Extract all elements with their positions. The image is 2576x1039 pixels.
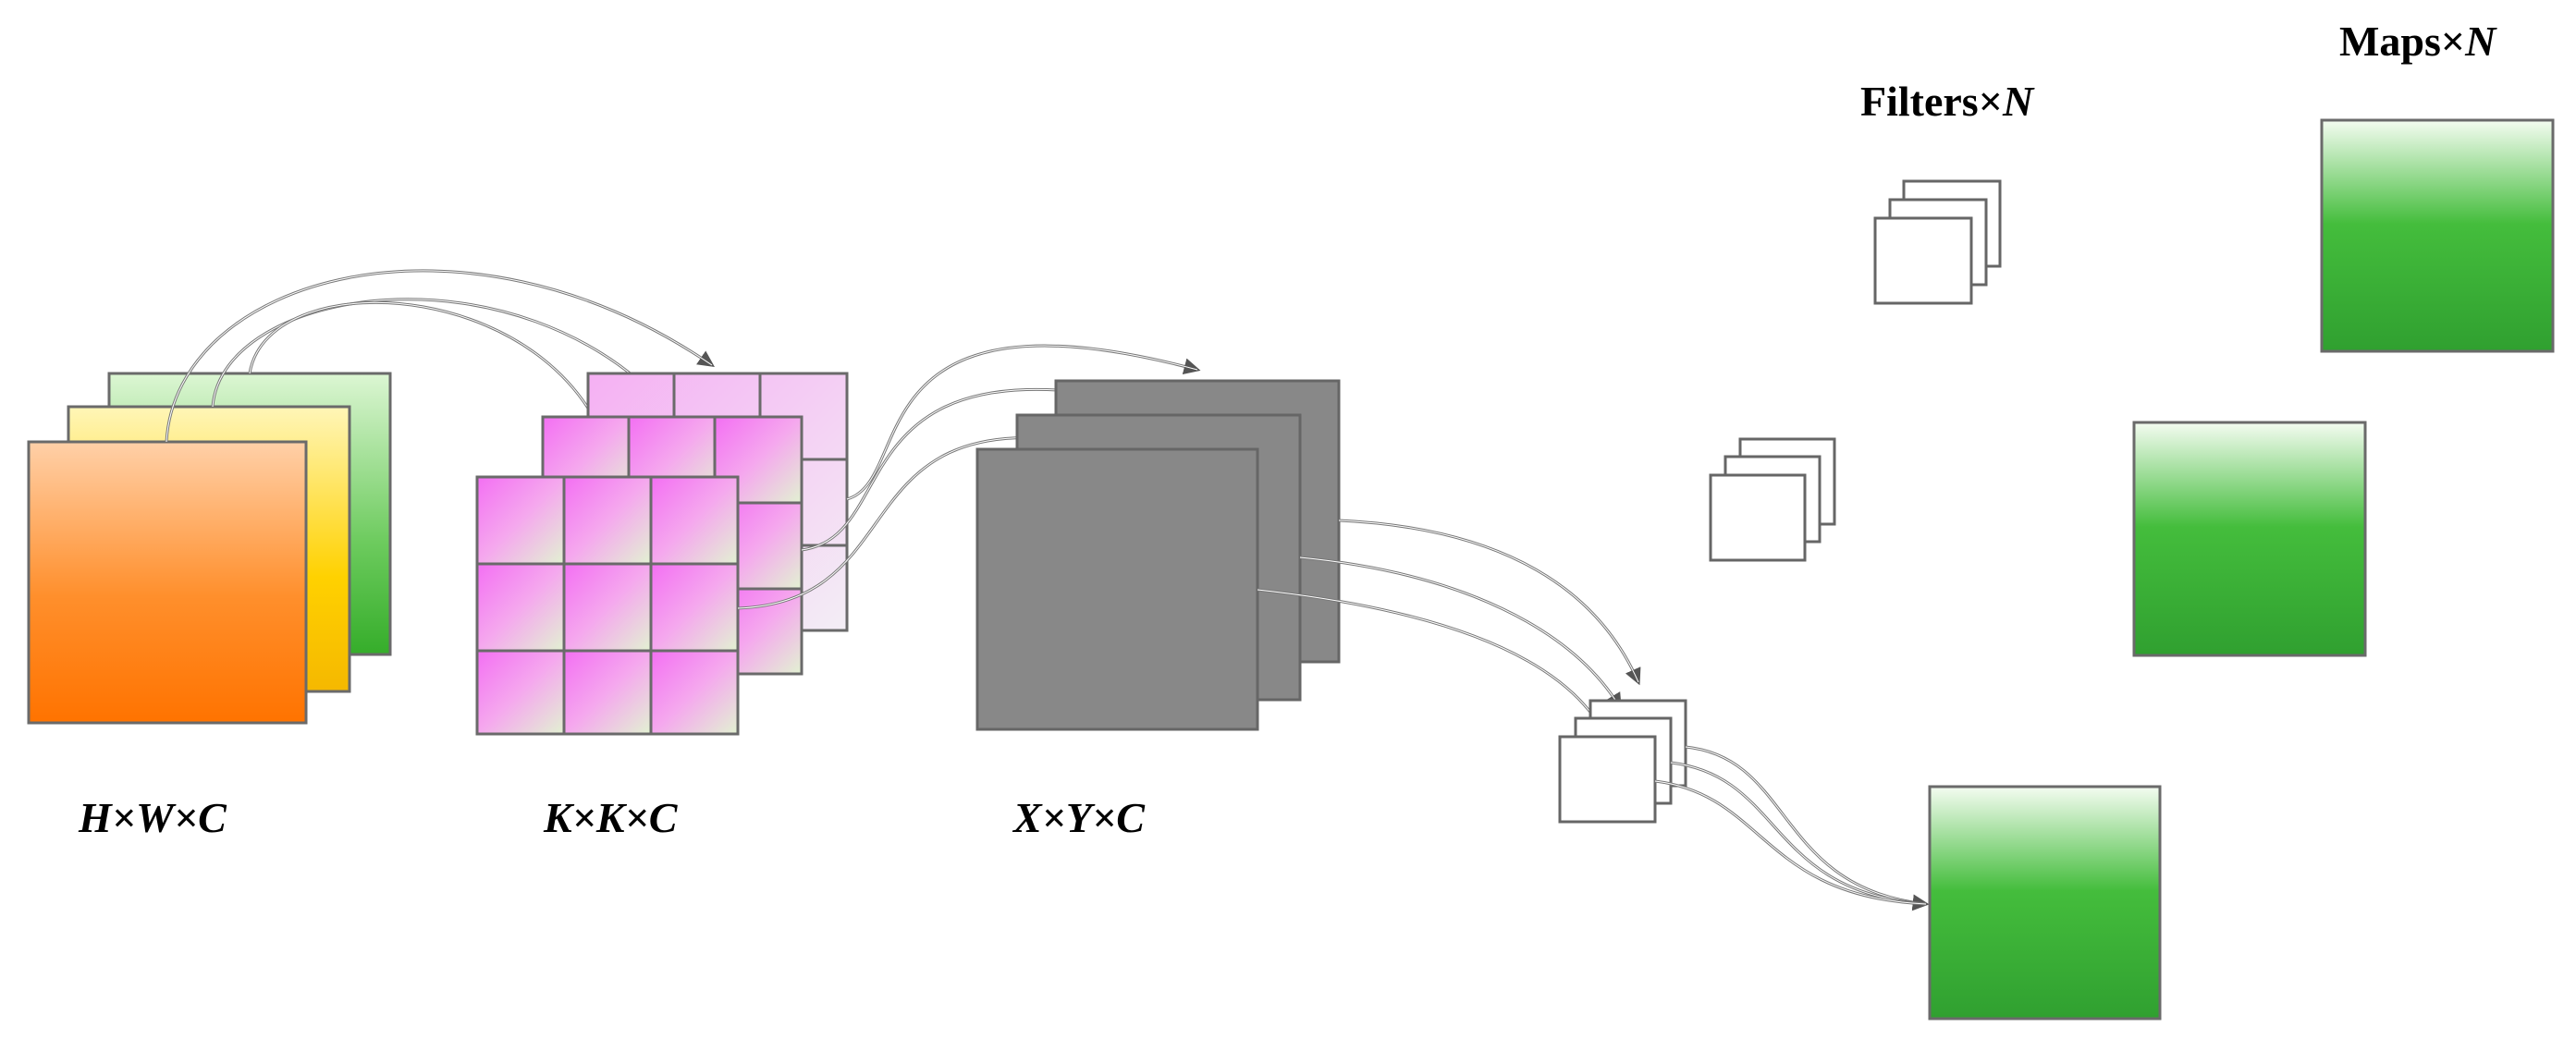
kernel-volume — [475, 372, 849, 736]
output-map-2 — [2132, 421, 2367, 657]
input-volume — [27, 372, 392, 725]
kernel-cell — [649, 475, 740, 566]
depthwise-output-volume — [975, 379, 1341, 731]
maps-label: Maps×N — [2339, 18, 2497, 65]
feature-map-1 — [975, 447, 1259, 731]
kernel-cell — [562, 562, 653, 653]
pointwise-to-map-connectors — [1654, 745, 1930, 911]
kernel-cell — [649, 649, 740, 736]
kernel-cell — [475, 562, 566, 653]
pointwise-filter-stack-1 — [1873, 179, 2002, 305]
output-dims-label: X×Y×C — [1012, 794, 1146, 841]
kernel-cell — [475, 649, 566, 736]
pointwise-filter-stack-3 — [1558, 699, 1687, 824]
kernel-cell — [562, 475, 653, 566]
kernel-cell — [562, 649, 653, 736]
input-channel-1 — [27, 440, 308, 725]
pointwise-filter-stack-2 — [1709, 437, 1836, 562]
feature-to-pointwise-connectors — [1257, 519, 1641, 737]
input-dims-label: H×W×C — [78, 794, 227, 841]
kernel-cell — [475, 475, 566, 566]
output-map-3 — [1928, 785, 2162, 1021]
kernel-dims-label: K×K×C — [543, 794, 679, 841]
filters-label: Filters×N — [1860, 78, 2035, 125]
output-map-1 — [2320, 118, 2555, 353]
input-to-kernel-connectors — [165, 269, 715, 477]
kernel-cell — [649, 562, 740, 653]
kernel-layer-1 — [475, 475, 740, 736]
output-maps — [1928, 118, 2555, 1021]
